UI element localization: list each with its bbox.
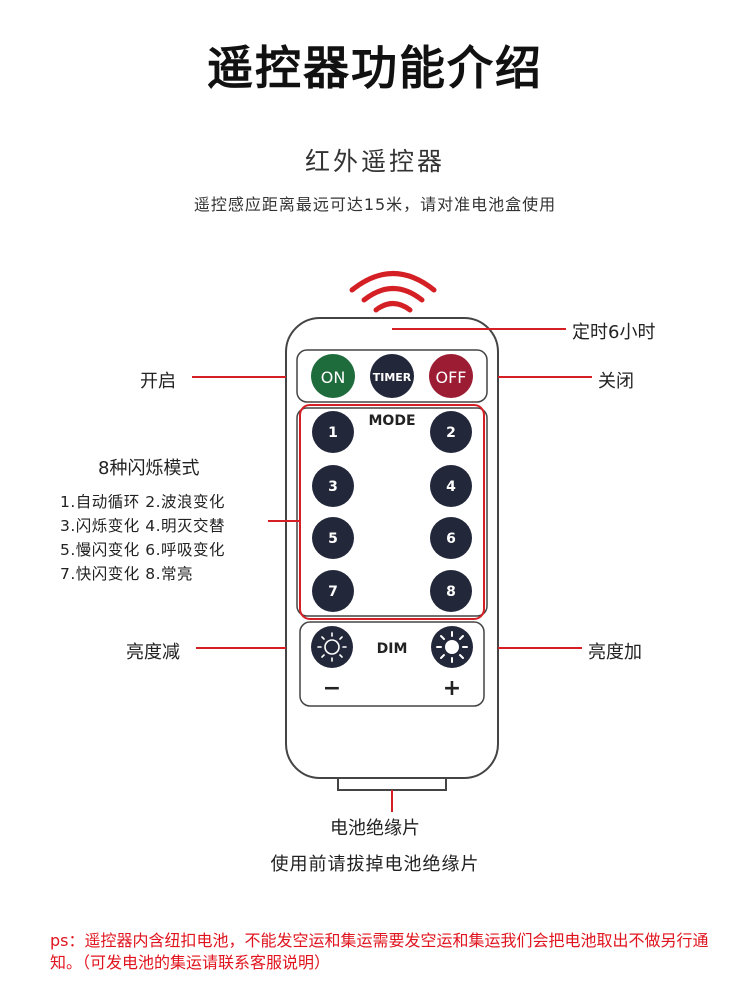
flash-mode-row: 7.快闪变化 8.常亮 xyxy=(60,565,194,583)
brightness-up-callout-label: 亮度加 xyxy=(588,642,642,663)
mode-button-label: 8 xyxy=(446,584,456,600)
on-button-label: ON xyxy=(321,368,346,387)
mode-label: MODE xyxy=(368,413,415,429)
range-description: 遥控感应距离最远可达15米，请对准电池盒使用 xyxy=(193,195,557,214)
off-button-label: OFF xyxy=(436,368,467,387)
sun-filled-icon xyxy=(436,631,468,663)
mode-panel xyxy=(296,407,488,617)
mode-button-5[interactable]: 5 xyxy=(312,517,354,559)
mode-button-6[interactable]: 6 xyxy=(430,517,472,559)
mode-button-7[interactable]: 7 xyxy=(312,570,354,612)
mode-button-2[interactable]: 2 xyxy=(430,411,472,453)
flash-mode-row: 1.自动循环 2.波浪变化 xyxy=(60,493,226,511)
off-callout-label: 关闭 xyxy=(598,371,634,392)
mode-button-label: 6 xyxy=(446,531,456,547)
on-callout-label: 开启 xyxy=(140,371,176,392)
battery-insulator-label: 电池绝缘片 xyxy=(330,818,420,839)
timer-callout-label: 定时6小时 xyxy=(572,322,656,343)
minus-label: − xyxy=(323,676,341,701)
mode-button-label: 5 xyxy=(328,531,338,547)
timer-button-label: TIMER xyxy=(373,371,412,384)
mode-button-label: 7 xyxy=(328,584,338,600)
battery-tab xyxy=(337,777,447,791)
mode-button-1[interactable]: 1 xyxy=(312,411,354,453)
on-button[interactable]: ON xyxy=(311,354,355,398)
mode-button-8[interactable]: 8 xyxy=(430,570,472,612)
timer-button[interactable]: TIMER xyxy=(370,354,414,398)
shipping-note: ps：遥控器内含纽扣电池，不能发空运和集运需要发空运和集运我们会把电池取出不做另… xyxy=(50,931,709,972)
remote-subtitle: 红外遥控器 xyxy=(304,147,445,176)
sun-outline-icon xyxy=(317,632,347,662)
remove-insulator-instruction: 使用前请拔掉电池绝缘片 xyxy=(270,854,480,875)
brightness-down-button[interactable] xyxy=(311,626,353,668)
off-button[interactable]: OFF xyxy=(429,354,473,398)
mode-button-3[interactable]: 3 xyxy=(312,465,354,507)
mode-button-label: 2 xyxy=(446,425,456,441)
brightness-down-callout-label: 亮度减 xyxy=(126,642,180,663)
flash-mode-row: 5.慢闪变化 6.呼吸变化 xyxy=(60,541,226,559)
mode-button-label: 4 xyxy=(446,479,456,495)
callout-lines xyxy=(192,328,592,812)
flash-mode-row: 3.闪烁变化 4.明灭交替 xyxy=(60,517,226,535)
mode-button-label: 3 xyxy=(328,479,338,495)
mode-button-label: 1 xyxy=(328,425,338,441)
mode-highlight-box xyxy=(299,404,485,620)
page-title: 遥控器功能介绍 xyxy=(207,41,543,95)
mode-button-4[interactable]: 4 xyxy=(430,465,472,507)
dim-label: DIM xyxy=(377,641,408,657)
infrared-signal-icon xyxy=(349,271,437,313)
flash-modes-title: 8种闪烁模式 xyxy=(98,458,200,479)
brightness-up-button[interactable] xyxy=(431,626,473,668)
plus-label: + xyxy=(443,676,461,701)
